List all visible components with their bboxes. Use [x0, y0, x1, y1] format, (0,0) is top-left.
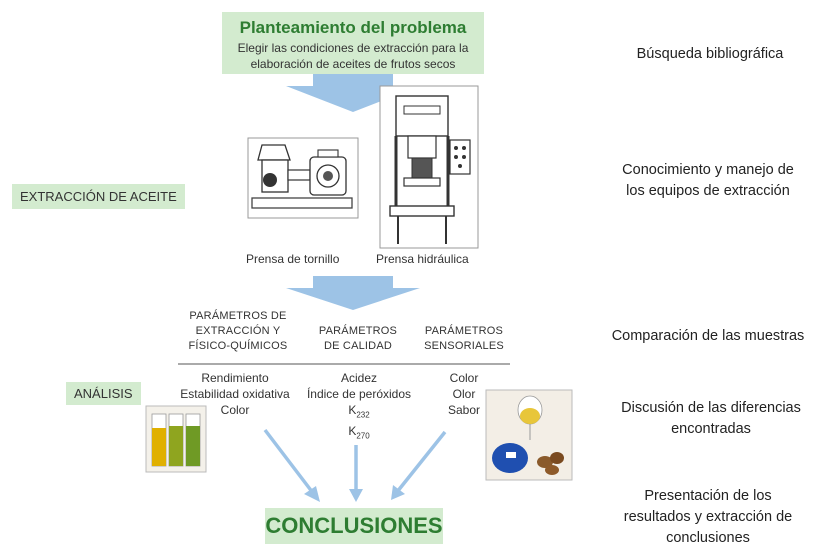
param-value-k270: K270 — [348, 424, 370, 441]
hydraulic-press-caption: Prensa hidráulica — [376, 252, 469, 266]
problem-statement-box: Planteamiento del problema Elegir las co… — [222, 12, 484, 74]
problem-title: Planteamiento del problema — [239, 18, 467, 37]
conclusions-box: CONCLUSIONES — [265, 508, 443, 544]
sensory-tasting-image — [485, 389, 573, 481]
step5-line1: Presentación de los — [644, 488, 772, 504]
step4-line2: encontradas — [671, 421, 751, 437]
param-value: Color — [449, 371, 479, 385]
param-value-k232: K232 — [348, 403, 370, 420]
step5-line2: resultados y extracción de — [623, 509, 793, 525]
param-value: Olor — [452, 387, 476, 401]
param-col2-head-line1: PARÁMETROS — [318, 325, 398, 337]
param-col3-heading: PARÁMETROS SENSORIALES — [414, 324, 514, 354]
step2-line1: Conocimiento y manejo de — [622, 162, 794, 178]
param-col3-head-line1: PARÁMETROS — [424, 325, 504, 337]
down-arrow-1 — [286, 74, 420, 112]
param-col2-values: Acidez Índice de peróxidos K232 K270 — [296, 370, 422, 445]
param-value: Color — [220, 403, 250, 417]
test-tubes-image — [145, 405, 207, 473]
param-value: Índice de peróxidos — [306, 387, 412, 401]
extraction-label: EXTRACCIÓN DE ACEITE — [12, 184, 185, 209]
step4-line1: Discusión de las diferencias — [621, 400, 801, 416]
problem-desc-line2: elaboración de aceites de frutos secos — [250, 57, 456, 71]
step-sample-comparison: Comparación de las muestras — [611, 328, 805, 344]
screw-press-image — [247, 137, 359, 219]
param-col2-heading: PARÁMETROS DE CALIDAD — [308, 324, 408, 354]
step5-line3: conclusiones — [666, 530, 750, 546]
param-col3-values: Color Olor Sabor — [424, 370, 504, 418]
step-discussion: Discusión de las diferencias encontradas — [596, 398, 826, 440]
problem-description: Elegir las condiciones de extracción par… — [222, 40, 484, 72]
param-col1-head-line2: EXTRACCIÓN Y — [195, 325, 281, 337]
param-value: Rendimiento — [201, 371, 269, 385]
screw-press-caption: Prensa de tornillo — [246, 252, 340, 266]
step-bibliographic-search: Búsqueda bibliográfica — [636, 46, 784, 62]
step-results-presentation: Presentación de los resultados y extracc… — [596, 486, 820, 549]
param-col3-head-line2: SENSORIALES — [424, 340, 504, 352]
analysis-label: ANÁLISIS — [66, 382, 141, 405]
param-col1-head-line1: PARÁMETROS DE — [189, 310, 287, 322]
hydraulic-press-image — [379, 85, 479, 249]
param-value: Estabilidad oxidativa — [180, 387, 290, 401]
k-subscript: 232 — [356, 410, 370, 420]
k-base: K — [348, 403, 357, 417]
param-col1-head-line3: FÍSICO-QUÍMICOS — [188, 340, 288, 352]
arrows-to-conclusions — [263, 428, 447, 502]
k-base: K — [348, 424, 357, 439]
param-value: Sabor — [447, 403, 481, 417]
step2-line2: los equipos de extracción — [626, 183, 790, 199]
param-col2-head-line2: DE CALIDAD — [323, 340, 393, 352]
param-col1-heading: PARÁMETROS DE EXTRACCIÓN Y FÍSICO-QUÍMIC… — [170, 309, 306, 354]
step-equipment-handling: Conocimiento y manejo de los equipos de … — [596, 160, 820, 202]
param-col1-values: Rendimiento Estabilidad oxidativa Color — [160, 370, 310, 418]
down-arrow-2 — [286, 276, 420, 310]
param-value: Acidez — [340, 371, 378, 385]
problem-desc-line1: Elegir las condiciones de extracción par… — [237, 41, 469, 55]
k-subscript: 270 — [356, 431, 370, 441]
